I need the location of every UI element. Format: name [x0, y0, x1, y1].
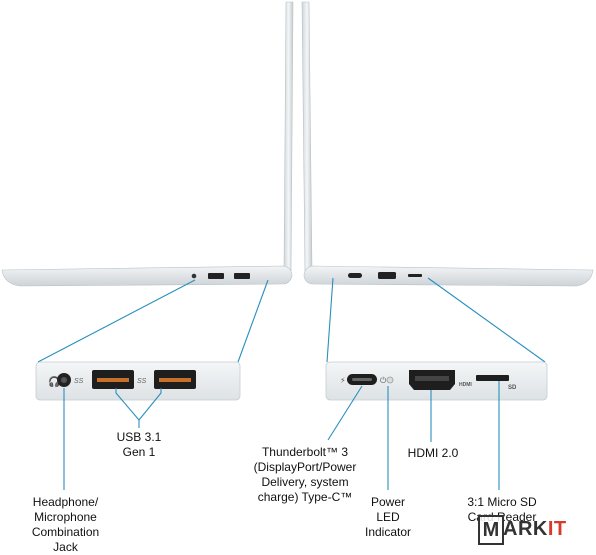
- mini-usbc-port: [348, 273, 362, 278]
- left-laptop-lid: [283, 1, 294, 273]
- right-port-panel: ⚡ ⏻ HDMI SD: [325, 361, 548, 401]
- thunderbolt-label: Thunderbolt™ 3 (DisplayPort/Power Delive…: [253, 445, 357, 504]
- mini-headphone-port: [191, 273, 197, 279]
- hdmi-label: HDMI 2.0: [407, 446, 459, 460]
- headphone-label: Headphone/ Microphone Combination Jack: [31, 495, 100, 554]
- sd-logo: SD: [508, 385, 517, 391]
- mini-hdmi-port: [378, 272, 396, 279]
- right-zoom-line-2: [427, 277, 546, 363]
- watermark-logo-box: M: [478, 515, 504, 545]
- sd-reader-label: 3:1 Micro SD Card Reader: [467, 495, 537, 524]
- mini-sd-slot: [408, 274, 422, 277]
- usb-ss-logo-1: SS: [74, 378, 84, 385]
- zoom-leader-lines: [37, 277, 546, 363]
- thunderbolt-callout: [327, 385, 363, 441]
- right-laptop-lid: [301, 1, 313, 273]
- right-zoom-line-1: [326, 277, 334, 363]
- mini-usb-port-1: [208, 273, 224, 279]
- power-led-label: Power LED Indicator: [364, 495, 412, 539]
- mini-usb-port-2: [234, 273, 250, 279]
- usb-ss-logo-2: SS: [137, 378, 147, 385]
- hdmi-logo: HDMI: [459, 382, 472, 388]
- watermark-rest: ARK: [503, 518, 548, 540]
- right-laptop: [301, 1, 594, 287]
- right-laptop-base: [303, 265, 594, 287]
- usb-label: USB 3.1 Gen 1: [116, 430, 162, 459]
- thunderbolt-icon: ⚡: [340, 376, 346, 385]
- sd-card-slot: [476, 375, 509, 381]
- watermark-accent: IT: [547, 518, 567, 540]
- left-laptop-base: [1, 265, 293, 287]
- power-icon: ⏻: [380, 376, 387, 385]
- left-port-panel: 🎧 SS SS: [35, 361, 241, 401]
- left-zoom-line-2: [237, 279, 269, 363]
- left-zoom-line-1: [37, 279, 196, 363]
- left-laptop: [1, 1, 294, 287]
- power-led: [386, 376, 394, 384]
- callout-lines: [63, 381, 500, 490]
- watermark-logo-text: ARKIT: [503, 516, 567, 542]
